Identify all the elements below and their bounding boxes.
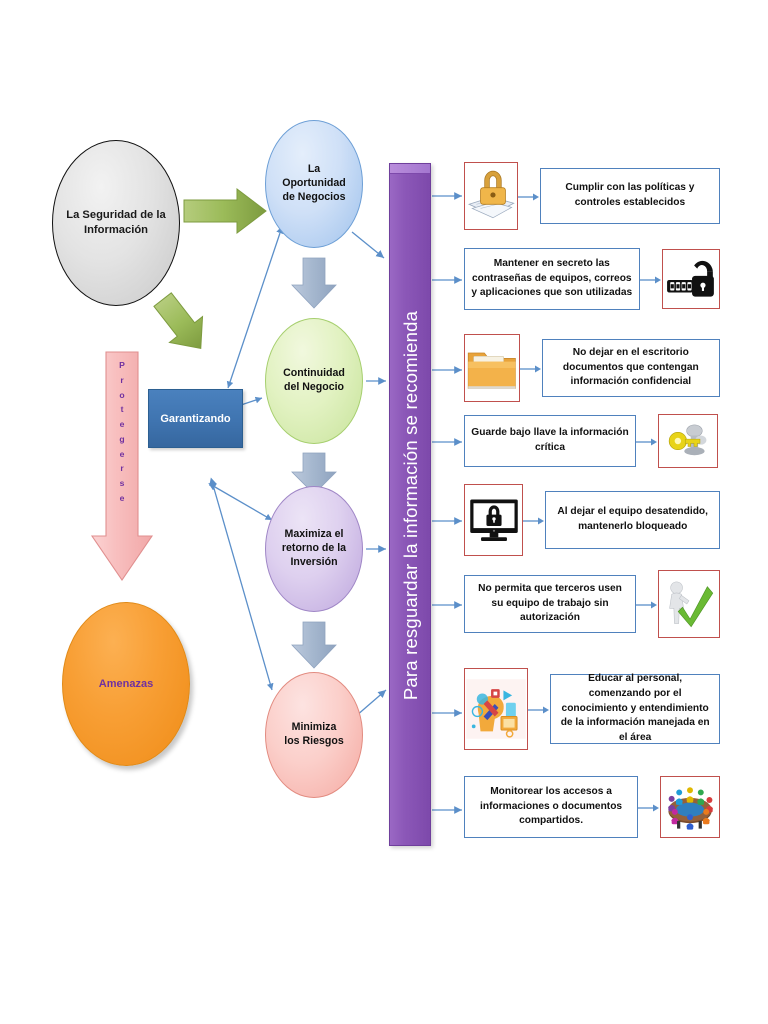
protegerse-letter: e <box>119 419 125 430</box>
node-label: Maximiza el retorno de la Inversión <box>281 528 347 568</box>
row-arrow-icon <box>638 801 660 813</box>
recommendation-row[interactable]: Monitorear los accesos a informaciones o… <box>464 776 720 838</box>
node-continuidad-del-negocio[interactable]: Continuidad del Negocio <box>265 318 363 444</box>
recommendation-text: Guarde bajo llave la información crítica <box>464 415 636 467</box>
node-label: La Seguridad de la Información <box>66 209 166 236</box>
key-and-lock-icon <box>658 414 718 468</box>
banner-label: Para resguardar la información se recomi… <box>400 310 421 701</box>
protegerse-letter: t <box>120 404 124 415</box>
protegerse-letter: e <box>119 448 125 459</box>
locked-monitor-icon <box>464 484 524 556</box>
node-label: Garantizando <box>160 412 231 425</box>
green-arrow-to-garantizando <box>153 292 204 350</box>
recommendation-row[interactable]: Mantener en secreto las contraseñas de e… <box>464 248 720 310</box>
row-arrow-icon <box>523 514 545 526</box>
node-la-oportunidad-de-negocios[interactable]: La Oportunidad de Negocios <box>265 120 363 248</box>
gray-down-arrow-1 <box>291 257 337 309</box>
recommendation-text: Monitorear los accesos a informaciones o… <box>464 776 639 838</box>
protegerse-letter: e <box>119 493 125 504</box>
node-label: Minimiza los Riesgos <box>284 721 344 747</box>
node-minimiza-los-riesgos[interactable]: Minimiza los Riesgos <box>265 672 363 798</box>
recommendation-text: Mantener en secreto las contraseñas de e… <box>464 248 640 310</box>
padlock-on-documents-icon <box>464 162 518 230</box>
recommendation-row[interactable]: Educar al personal, comenzando por el co… <box>464 668 720 750</box>
node-label: La Oportunidad de Negocios <box>282 163 346 203</box>
row-arrow-icon <box>528 703 550 715</box>
protegerse-letter: s <box>119 478 125 489</box>
protegerse-letter: r <box>120 463 124 474</box>
recommendation-text: Al dejar el equipo desatendido, mantener… <box>545 491 720 549</box>
node-amenazas[interactable]: Amenazas <box>62 602 190 766</box>
node-label: Amenazas <box>98 677 154 690</box>
protegerse-letter: o <box>119 389 125 400</box>
banner-row-connectors <box>432 192 462 814</box>
recommendation-row[interactable]: Guarde bajo llave la información crítica <box>464 414 720 468</box>
recommendation-text: Cumplir con las políticas y controles es… <box>539 168 720 224</box>
recommendation-text: No dejar en el escritorio documentos que… <box>541 339 720 397</box>
link-minimiza-banner <box>355 689 387 717</box>
person-with-checkmark-icon <box>658 570 720 638</box>
row-arrow-icon <box>519 362 542 374</box>
link-left-minimiza <box>209 477 274 691</box>
green-arrow-to-oportunidad <box>183 187 267 235</box>
node-maximiza-el-retorno-de-la-inversion[interactable]: Maximiza el retorno de la Inversión <box>265 486 363 612</box>
row-arrow-icon <box>636 435 658 447</box>
protegerse-letter: P <box>119 360 125 370</box>
recommendation-row[interactable]: No permita que terceros usen su equipo d… <box>464 570 720 638</box>
link-left-maxima <box>208 483 273 521</box>
combination-padlock-icon <box>661 249 720 309</box>
row-arrow-icon <box>517 190 540 202</box>
folder-icon <box>464 334 520 402</box>
recommendation-row[interactable]: Cumplir con las políticas y controles es… <box>464 162 720 230</box>
people-meeting-table-icon <box>660 776 720 838</box>
recommendation-text: Educar al personal, comenzando por el co… <box>550 673 720 744</box>
link-oportunidad-banner <box>351 231 385 259</box>
banner-para-resguardar: Para resguardar la información se recomi… <box>389 163 431 846</box>
node-la-seguridad-de-la-informacion[interactable]: La Seguridad de la Información <box>52 140 180 306</box>
recommendation-row[interactable]: No dejar en el escritorio documentos que… <box>464 334 720 402</box>
recommendation-row[interactable]: Al dejar el equipo desatendido, mantener… <box>464 484 720 556</box>
node-garantizando[interactable]: Garantizando <box>148 389 243 448</box>
training-knowledge-icon <box>464 668 529 750</box>
recommendation-text: No permita que terceros usen su equipo d… <box>464 575 636 633</box>
protegerse-letter: r <box>120 374 124 385</box>
gray-down-arrow-3 <box>291 621 337 669</box>
node-label: Continuidad del Negocio <box>283 367 345 393</box>
protegerse-letter: g <box>119 433 125 444</box>
row-arrow-icon <box>636 598 658 610</box>
row-arrow-icon <box>639 273 662 285</box>
